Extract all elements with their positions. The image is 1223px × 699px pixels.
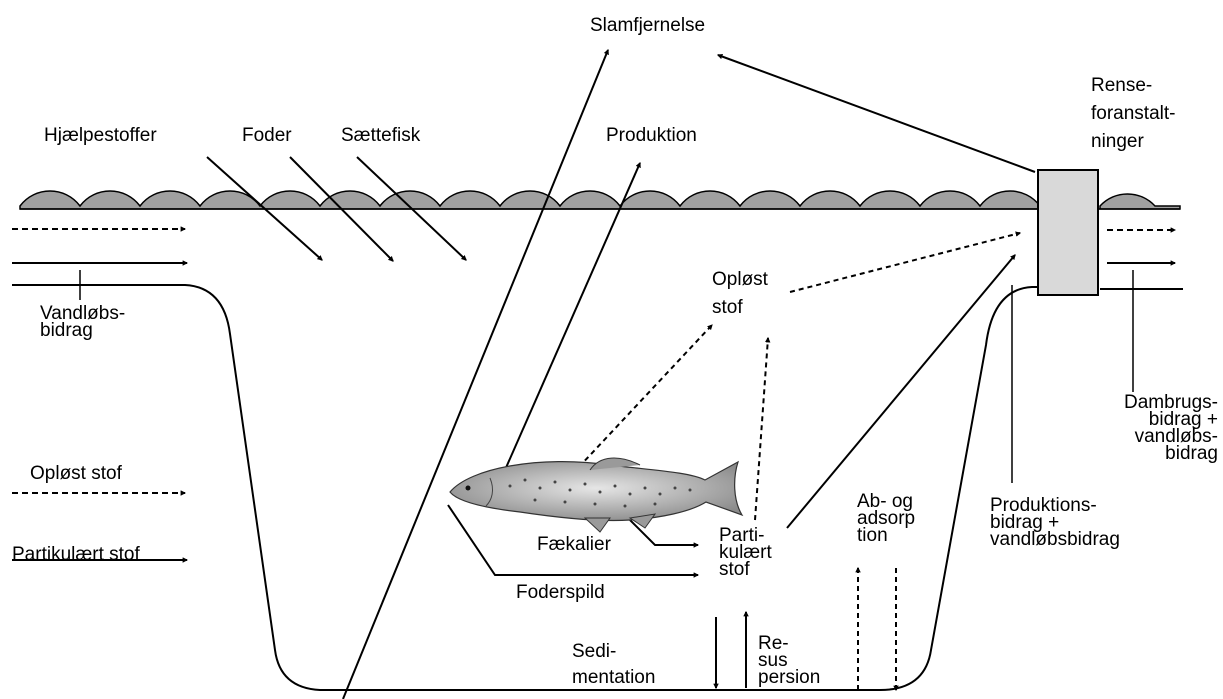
foder-label: Foder	[242, 126, 292, 145]
saettefisk-label: Sættefisk	[341, 126, 420, 145]
oplost-stof-top-label: Opløst stof	[712, 270, 768, 317]
foderspild-label: Foderspild	[516, 583, 605, 602]
water-surface-right	[1100, 194, 1180, 209]
rense-to-slam-arrow	[718, 55, 1035, 172]
oplost-stof-top-line-1: Opløst	[712, 270, 768, 289]
ab-og-adsorption-label: Ab- og adsorp tion	[857, 492, 915, 545]
sedimentation-line-1: Sedi-	[572, 642, 655, 661]
produktionsbidrag-label: Produktions- bidrag + vandløbsbidrag	[990, 496, 1120, 549]
rense-line-1: Rense-	[1091, 76, 1175, 95]
dambrugsbidrag-line-4: bidrag	[1112, 444, 1218, 463]
oplost-stof-left-label: Opløst stof	[30, 464, 122, 483]
particulate-to-treatment-arrow	[787, 255, 1015, 528]
faekalier-label: Fækalier	[537, 535, 611, 554]
partikulaert-stof-mid-label: Parti- kulært stof	[719, 526, 772, 579]
produktion-label: Produktion	[606, 126, 697, 145]
sedimentation-line-2: mentation	[572, 668, 655, 687]
sedimentation-label: Sedi- mentation	[572, 642, 655, 687]
resuspension-label: Re- sus persion	[758, 634, 820, 687]
partikulaert-stof-left-label: Partikulært stof	[12, 545, 140, 564]
treatment-box	[1038, 170, 1098, 295]
rense-line-3: ninger	[1091, 132, 1175, 151]
produktionsbidrag-line-3: vandløbsbidrag	[990, 530, 1120, 549]
hjaelpestoffer-label: Hjælpestoffer	[44, 126, 157, 145]
oplost-stof-top-line-2: stof	[712, 298, 768, 317]
rense-line-2: foranstalt-	[1091, 104, 1175, 123]
dissolved-to-treatment-arrow	[790, 233, 1020, 292]
resuspension-line-3: persion	[758, 668, 820, 687]
vandlobsbidrag-label: Vandløbs- bidrag	[40, 304, 125, 340]
rense-label: Rense- foranstalt- ninger	[1091, 76, 1175, 151]
fish-icon	[450, 458, 742, 532]
water-surface	[20, 191, 1040, 209]
particle-dissolved-arrow	[755, 338, 768, 520]
dambrugsbidrag-label: Dambrugs- bidrag + vandløbs- bidrag	[1112, 393, 1218, 463]
slamfjernelse-label: Slamfjernelse	[590, 16, 705, 35]
